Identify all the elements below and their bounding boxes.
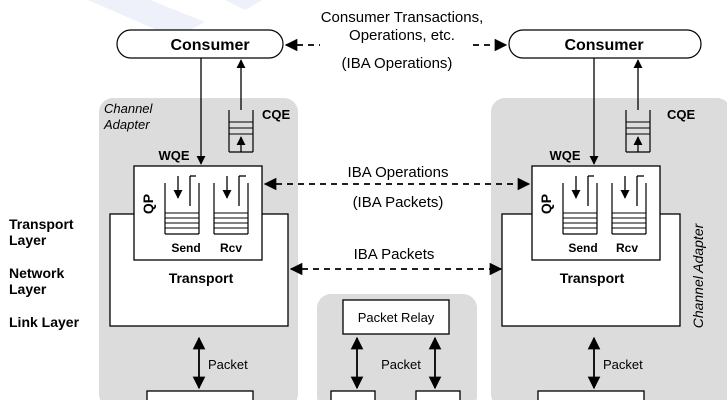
packet-relay-label: Packet Relay — [358, 310, 435, 325]
left-packet-label: Packet — [208, 357, 248, 372]
right-packet-label: Packet — [603, 357, 643, 372]
consumer-link-line2: Operations, etc. — [349, 27, 455, 44]
right-qp-label: QP — [538, 194, 554, 214]
right-transport-label: Transport — [560, 270, 625, 286]
iba-packets-sub-label: (IBA Packets) — [353, 194, 444, 211]
right-send-label: Send — [568, 241, 597, 255]
iba-operations-label: IBA Operations — [348, 164, 449, 181]
right-consumer-box — [508, 29, 702, 59]
relay-left-box — [330, 390, 376, 400]
transport-layer-line2: Layer — [9, 232, 47, 248]
right-link-box — [537, 390, 645, 400]
left-wqe-label: WQE — [158, 148, 189, 163]
left-rcv-label: Rcv — [220, 241, 242, 255]
right-recv-queue — [611, 175, 647, 235]
left-ca-title-line1: Channel — [104, 101, 154, 116]
watermark-chevron-2 — [225, 0, 262, 10]
consumer-link-line3: (IBA Operations) — [342, 55, 453, 72]
relay-packet-label: Packet — [381, 357, 421, 372]
iba-packets-label: IBA Packets — [354, 246, 435, 263]
transport-layer-line1: Transport — [9, 216, 74, 232]
consumer-link-label-bg — [320, 36, 470, 54]
right-rcv-label: Rcv — [616, 241, 638, 255]
network-layer-line2: Layer — [9, 281, 47, 297]
link-layer: Link Layer — [9, 314, 80, 330]
left-link-box — [146, 390, 254, 400]
consumer-link-line1: Consumer Transactions, — [321, 9, 484, 26]
right-send-queue — [562, 175, 598, 235]
left-transport-label: Transport — [169, 270, 234, 286]
left-send-queue — [164, 175, 200, 235]
left-consumer-box — [116, 29, 284, 59]
right-consumer-label: Consumer — [564, 37, 643, 54]
left-send-label: Send — [171, 241, 200, 255]
right-wqe-label: WQE — [549, 148, 580, 163]
left-consumer-label: Consumer — [170, 37, 249, 54]
right-cqe-label: CQE — [667, 107, 696, 122]
relay-right-box — [415, 390, 461, 400]
left-cqe-queue — [228, 110, 254, 153]
network-layer-line1: Network — [9, 265, 64, 281]
right-cqe-queue — [625, 110, 651, 153]
left-cqe-label: CQE — [262, 107, 291, 122]
watermark-chevron — [88, 0, 205, 38]
left-ca-title-line2: Adapter — [103, 117, 150, 132]
packet-relay-box — [342, 299, 450, 335]
right-ca-title: Channel Adapter — [690, 222, 706, 328]
left-recv-queue — [213, 175, 249, 235]
left-qp-label: QP — [140, 194, 156, 214]
